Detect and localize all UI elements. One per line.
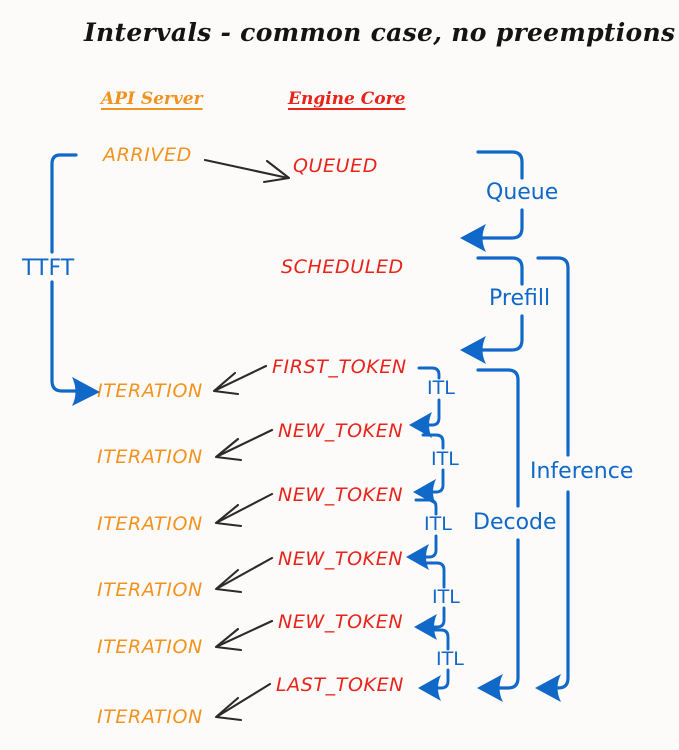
interval-label-itl-5: ITL [436, 648, 464, 670]
interval-label-ttft: TTFT [22, 256, 75, 281]
state-first-token: FIRST_TOKEN [272, 356, 407, 378]
bracket-decode [476, 368, 520, 702]
state-iteration-5: ITERATION [97, 636, 203, 658]
interval-label-itl-3: ITL [424, 513, 452, 535]
arrow-new-token-4-to-iteration-5 [214, 619, 274, 652]
state-queued: QUEUED [293, 155, 379, 177]
arrow-arrived-to-queued [203, 158, 291, 184]
state-iteration-2: ITERATION [97, 446, 203, 468]
interval-label-itl-2: ITL [431, 448, 459, 470]
state-new-token-2: NEW_TOKEN [278, 484, 404, 506]
bracket-itl-3 [406, 498, 438, 570]
arrow-last-token-to-iteration-6 [214, 682, 272, 722]
interval-label-inference: Inference [530, 459, 634, 484]
arrow-new-token-1-to-iteration-2 [214, 428, 274, 462]
arrow-first-token-to-iteration-1 [212, 364, 268, 396]
state-new-token-4: NEW_TOKEN [278, 611, 404, 633]
state-last-token: LAST_TOKEN [276, 674, 404, 696]
bracket-prefill [460, 256, 524, 364]
arrow-new-token-2-to-iteration-3 [214, 492, 274, 528]
bracket-itl-2 [413, 433, 445, 505]
interval-label-decode: Decode [473, 510, 557, 535]
state-iteration-1: ITERATION [97, 380, 203, 402]
interval-label-itl-4: ITL [432, 586, 460, 608]
state-iteration-4: ITERATION [97, 579, 203, 601]
state-new-token-1: NEW_TOKEN [278, 420, 404, 442]
state-arrived: ARRIVED [103, 144, 192, 166]
arrow-new-token-3-to-iteration-4 [214, 556, 274, 594]
page-title: Intervals - common case, no preemptions [84, 18, 676, 47]
column-header-engine-core: Engine Core [288, 89, 406, 109]
state-new-token-3: NEW_TOKEN [278, 548, 404, 570]
interval-label-itl-1: ITL [427, 377, 455, 399]
state-iteration-6: ITERATION [97, 706, 203, 728]
interval-label-queue: Queue [486, 180, 559, 205]
column-header-api-server: API Server [101, 89, 203, 109]
interval-label-prefill: Prefill [489, 286, 551, 311]
state-scheduled: SCHEDULED [281, 256, 404, 278]
state-iteration-3: ITERATION [97, 513, 203, 535]
